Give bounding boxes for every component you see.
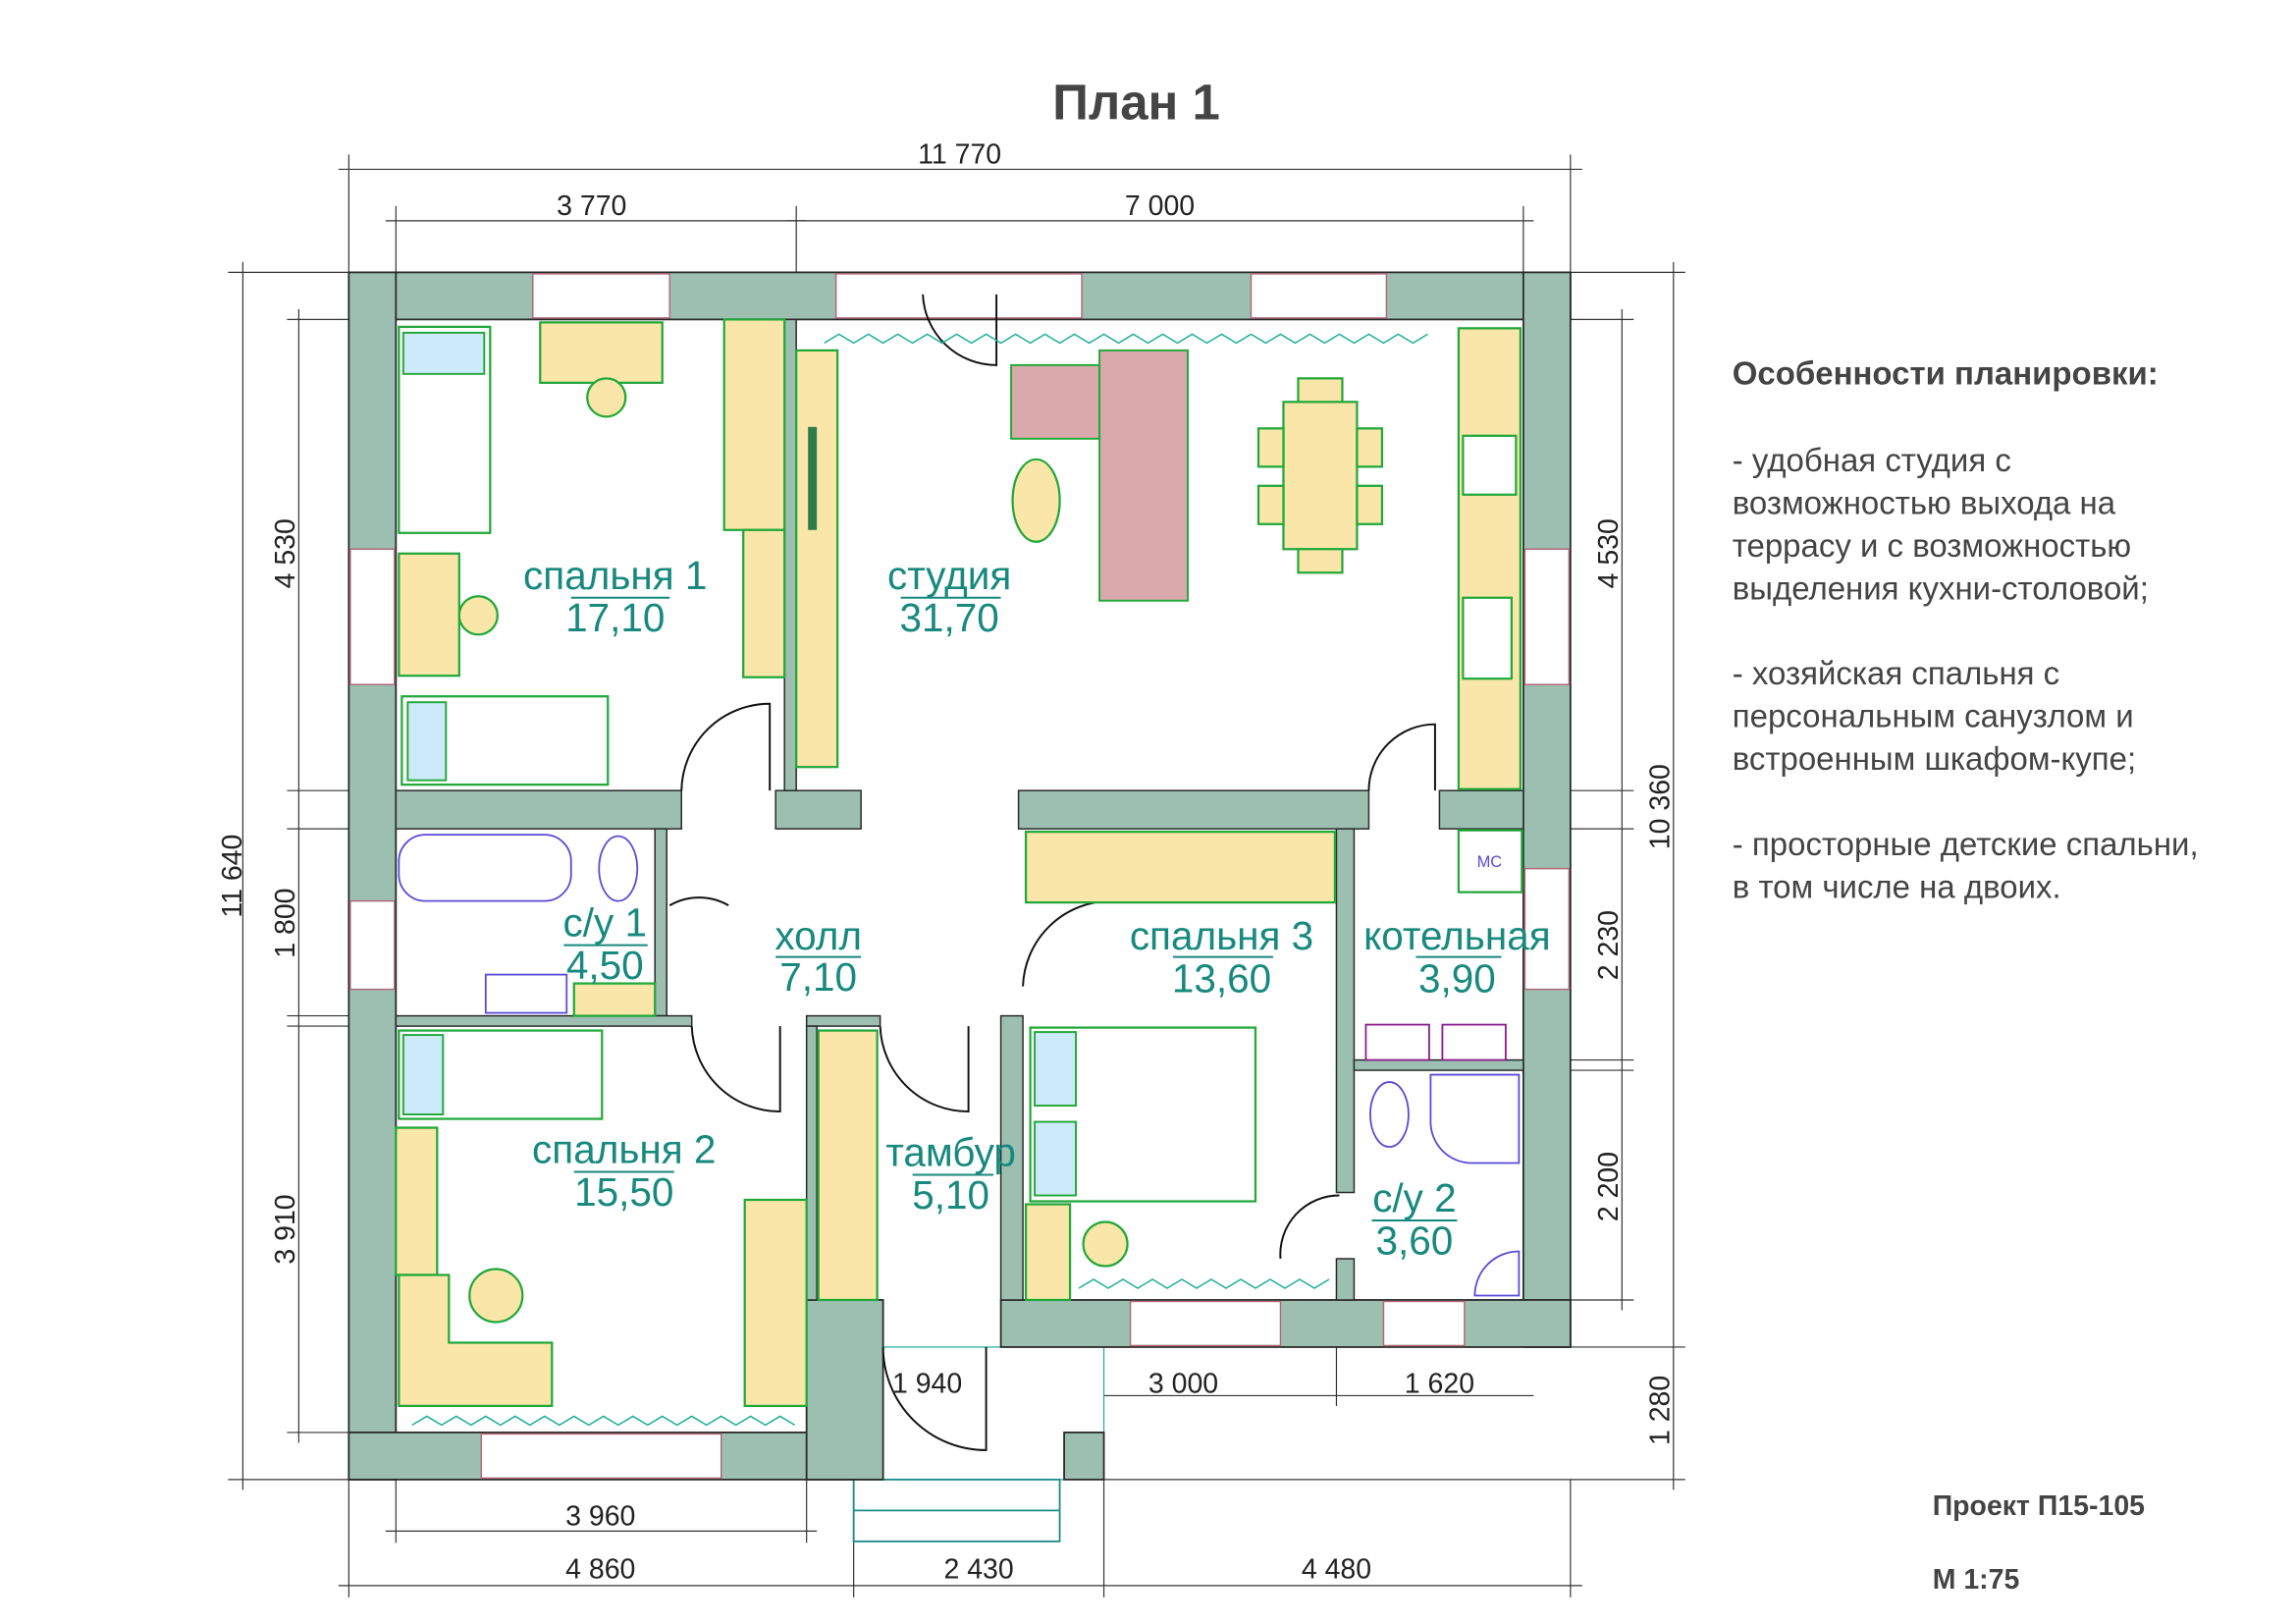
dim-left-3: 3 910 <box>270 1194 301 1264</box>
layout-notes: Особенности планировки: - удобная студия… <box>1733 354 2199 904</box>
room-area-bath1: 4,50 <box>566 943 644 988</box>
room-labels: спальня 1 17,10 студия 31,70 с/у 1 4,50 … <box>523 553 1551 1264</box>
wardrobe-icon <box>722 318 786 531</box>
dim-bottom-inner-2: 3 000 <box>1148 1368 1218 1399</box>
sofa-icon <box>1010 363 1101 440</box>
room-name-bedroom3: спальня 3 <box>1130 913 1313 958</box>
dim-bottom-1: 4 860 <box>565 1553 635 1585</box>
dim-top-total: 11 770 <box>918 138 1001 170</box>
dining-table-icon <box>1282 401 1359 551</box>
room-area-boiler: 3,90 <box>1418 956 1496 1001</box>
plan-title: План 1 <box>1052 74 1220 130</box>
note-line: - просторные детские спальни, <box>1733 826 2199 862</box>
dim-right-total: 10 360 <box>1644 764 1676 849</box>
room-name-vestibule: тамбур <box>885 1130 1016 1175</box>
room-name-studio: студия <box>887 553 1011 598</box>
sink-icon <box>1462 596 1514 680</box>
dim-bottom-2: 2 430 <box>943 1553 1013 1585</box>
note-line: возможностью выхода на <box>1733 484 2116 520</box>
corner-desk-icon <box>398 1273 554 1408</box>
room-area-hall: 7,10 <box>779 954 857 1000</box>
dim-bottom-3: 4 480 <box>1302 1553 1371 1585</box>
boiler-unit-label: МС <box>1477 853 1503 871</box>
dim-right-3: 2 200 <box>1593 1152 1625 1221</box>
shower-icon <box>1429 1073 1521 1164</box>
washbasin-icon <box>484 973 568 1014</box>
dim-top-right: 7 000 <box>1125 190 1195 222</box>
toilet-icon <box>598 835 639 902</box>
dim-right-2: 2 230 <box>1593 910 1625 980</box>
room-area-bath2: 3,60 <box>1376 1218 1454 1263</box>
windows <box>349 273 1571 1480</box>
wardrobe-coupe-icon <box>1024 831 1337 904</box>
note-line: встроенным шкафом-купе; <box>1733 740 2136 777</box>
room-area-bedroom1: 17,10 <box>565 595 665 640</box>
dim-top-left: 3 770 <box>557 190 626 222</box>
kitchen-counter-icon <box>1457 327 1522 790</box>
room-area-bedroom3: 13,60 <box>1172 956 1271 1001</box>
furniture: МС <box>395 318 1523 1427</box>
desk-icon <box>539 321 664 384</box>
note-line: выделения кухни-столовой; <box>1733 569 2149 606</box>
room-name-hall: холл <box>774 913 862 958</box>
project-code: Проект П15-105 <box>1933 1490 2145 1522</box>
room-area-studio: 31,70 <box>899 595 998 640</box>
note-line: персональным санузлом и <box>1733 698 2134 734</box>
dim-left-total: 11 640 <box>217 835 248 918</box>
dim-left-1: 4 530 <box>270 518 301 588</box>
note-line: - удобная студия с <box>1733 442 2011 478</box>
dim-bottom-room: 3 960 <box>565 1500 635 1532</box>
room-area-bedroom2: 15,50 <box>574 1169 673 1215</box>
room-name-bath2: с/у 2 <box>1372 1175 1456 1220</box>
interior-walls <box>395 318 1524 1301</box>
note-line: в том числе на двоих. <box>1733 869 2061 905</box>
bathtub-icon <box>398 834 572 902</box>
room-name-bedroom2: спальня 2 <box>532 1127 716 1172</box>
dim-right-1: 4 530 <box>1593 518 1625 588</box>
porch <box>852 1346 1105 1543</box>
dim-bottom-inner-1: 1 940 <box>892 1368 962 1399</box>
note-line: - хозяйская спальня с <box>1733 655 2059 691</box>
dim-right-porch: 1 280 <box>1644 1376 1676 1445</box>
stove-icon <box>1462 434 1518 496</box>
notes-heading: Особенности планировки: <box>1733 354 2159 391</box>
note-line: террасу и с возможностью <box>1733 527 2131 564</box>
room-name-bath1: с/у 1 <box>563 900 647 946</box>
drawing-scale: М 1:75 <box>1933 1564 2020 1596</box>
dim-bottom-inner-3: 1 620 <box>1405 1368 1474 1399</box>
dimension-labels: 11 770 3 770 7 000 11 640 4 530 1 800 3 … <box>217 138 1676 1585</box>
room-name-bedroom1: спальня 1 <box>523 553 707 598</box>
dim-left-2: 1 800 <box>270 888 301 957</box>
room-area-vestibule: 5,10 <box>912 1172 989 1218</box>
room-name-boiler: котельная <box>1363 913 1551 958</box>
doors <box>668 294 1436 1451</box>
